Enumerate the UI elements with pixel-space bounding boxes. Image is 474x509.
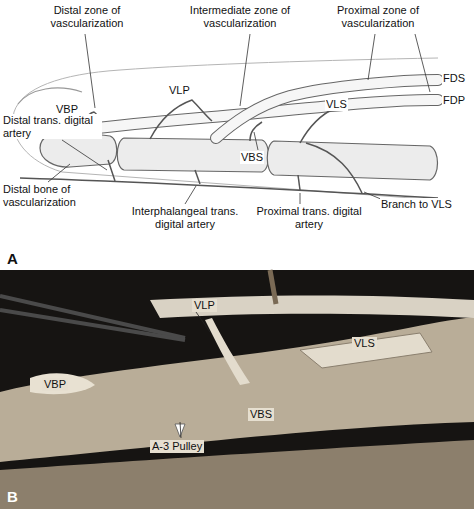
leader-line bbox=[180, 422, 181, 438]
vlp-vessel bbox=[150, 100, 212, 139]
leader-line bbox=[48, 164, 70, 182]
photo-label: VLS bbox=[352, 337, 377, 350]
vbs-vessel bbox=[250, 122, 262, 141]
zone-label: Intermediate zone of vascularization bbox=[180, 4, 300, 29]
skin-flap bbox=[0, 440, 474, 509]
fds-tendon bbox=[216, 80, 438, 138]
photo-ground bbox=[0, 270, 474, 509]
vls-vessel bbox=[300, 108, 335, 143]
zone-label: Distal zone of vascularization bbox=[30, 4, 144, 29]
leader-line bbox=[254, 132, 258, 150]
artery-label: Interphalangeal trans. digital artery bbox=[118, 205, 252, 230]
photo-label: VLP bbox=[192, 299, 217, 312]
photo-label: A-3 Pulley bbox=[150, 440, 204, 453]
leader-lines bbox=[48, 34, 430, 204]
tendon-label: FDP bbox=[442, 94, 466, 107]
artery-label: Proximal trans. digital artery bbox=[250, 205, 368, 230]
vlp-photo bbox=[150, 295, 474, 318]
forceps bbox=[0, 310, 185, 340]
structure-label: VLP bbox=[168, 84, 191, 97]
middle-phalanx bbox=[117, 138, 269, 172]
distal-transverse-artery bbox=[108, 160, 115, 181]
proximal-transverse-artery bbox=[298, 175, 300, 190]
leader-line bbox=[240, 34, 250, 106]
zone-label: Proximal zone of vascularization bbox=[318, 4, 438, 29]
artery-label: Distal trans. digital artery bbox=[2, 114, 102, 139]
nail bbox=[18, 88, 82, 104]
photo-label: VBP bbox=[42, 378, 68, 391]
fds-tendon bbox=[216, 80, 438, 138]
structure-label: VBS bbox=[240, 151, 264, 164]
forceps bbox=[0, 296, 185, 338]
leader-line bbox=[196, 312, 210, 332]
vbp-photo bbox=[30, 373, 95, 394]
branch-to-vls bbox=[306, 143, 362, 193]
panel-letter: B bbox=[6, 488, 19, 505]
branch-label: Branch to VLS bbox=[380, 198, 462, 211]
leader-line bbox=[185, 186, 196, 204]
leader-line bbox=[368, 34, 375, 80]
proximal-phalanx bbox=[267, 141, 437, 180]
bone-label: Distal bone of vascularization bbox=[2, 183, 114, 208]
vincular-strand bbox=[205, 318, 250, 385]
structure-label: VLS bbox=[325, 98, 348, 111]
leader-line bbox=[85, 34, 95, 108]
interphalangeal-transverse-artery bbox=[195, 170, 200, 184]
panel-letter: A bbox=[6, 250, 19, 267]
photo-label: VBS bbox=[248, 408, 274, 421]
panel-a-ground bbox=[0, 0, 474, 270]
tendon-label: FDS bbox=[442, 72, 466, 85]
retraction-string bbox=[270, 270, 276, 304]
leader-line bbox=[415, 34, 430, 92]
vls-photo bbox=[300, 333, 432, 368]
tendon-complex bbox=[0, 317, 474, 462]
leader-line bbox=[300, 193, 301, 204]
